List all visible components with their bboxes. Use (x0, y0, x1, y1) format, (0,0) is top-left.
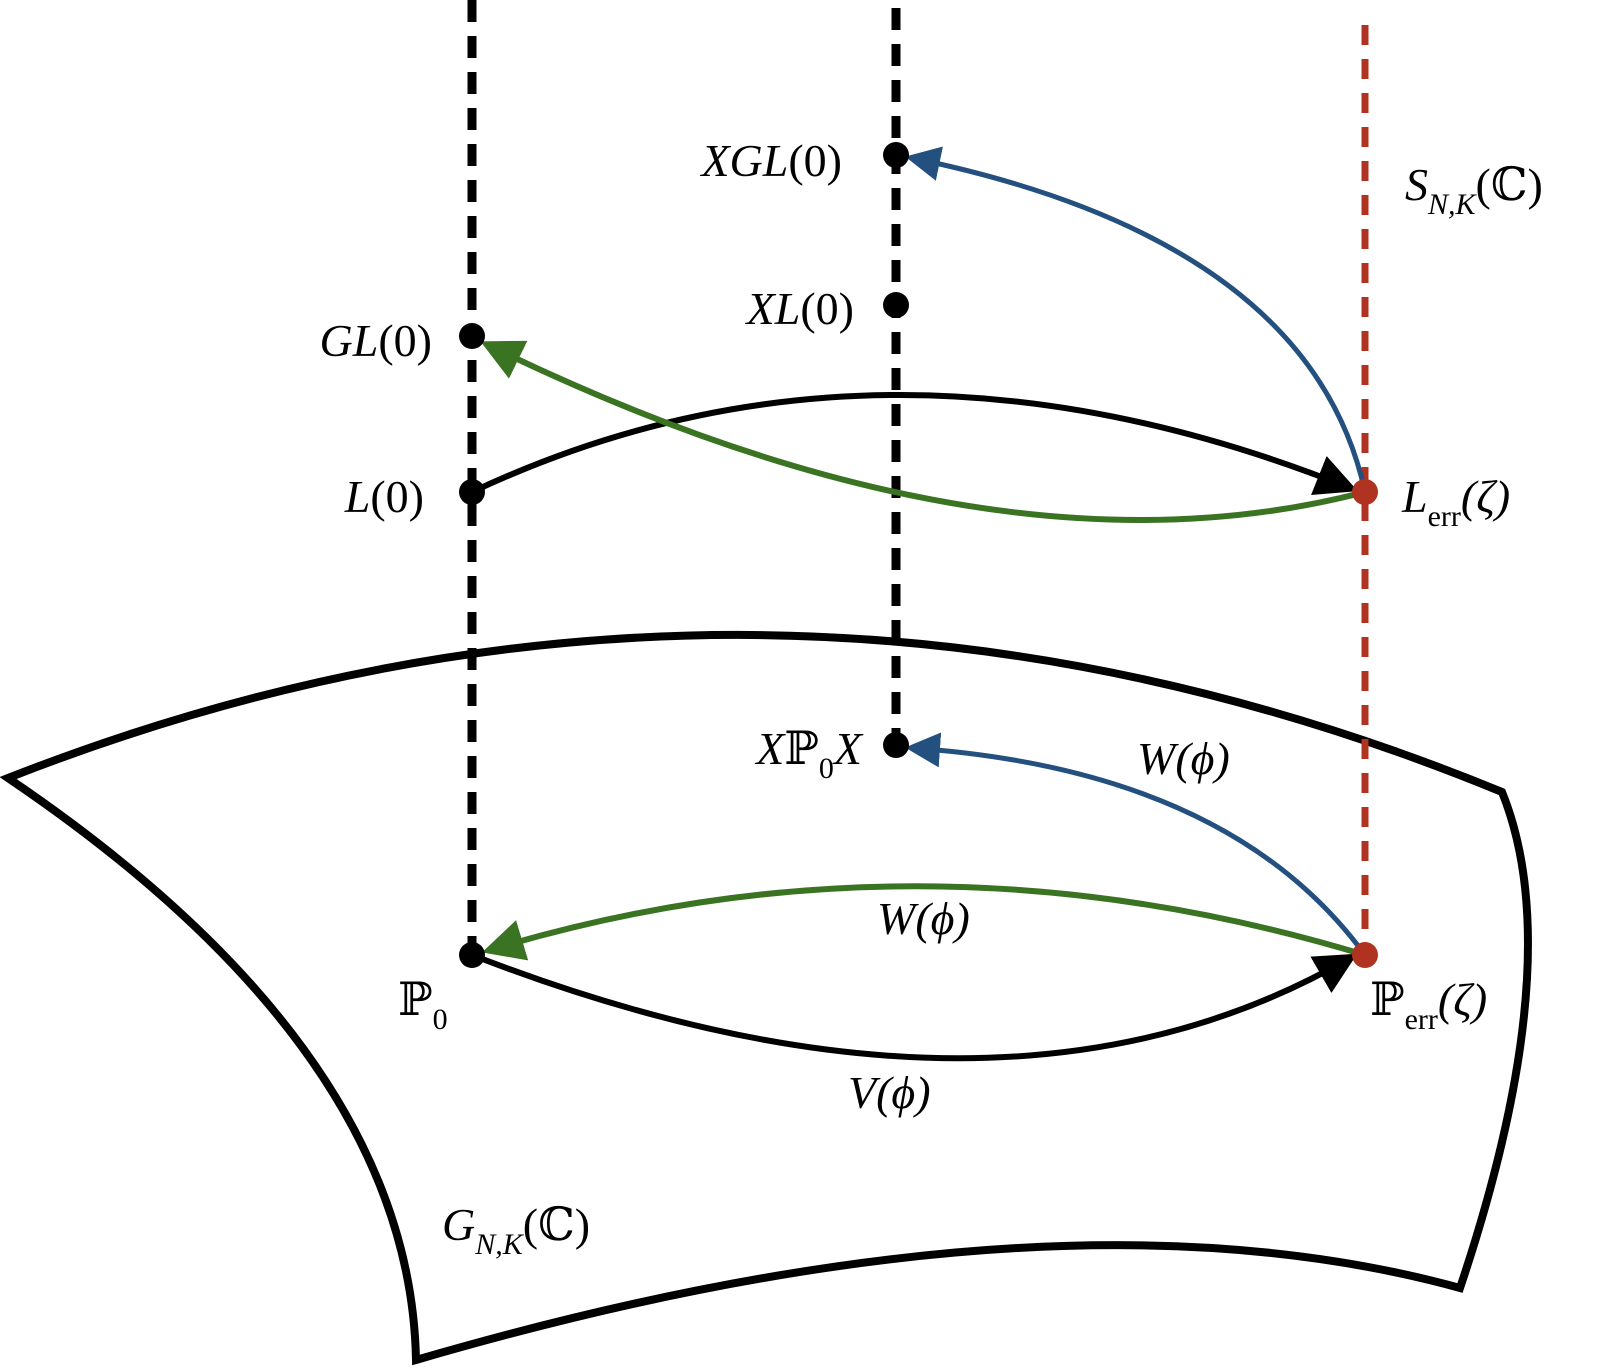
point-lerr (1352, 479, 1378, 505)
label-xp0x: Xℙ0X (754, 723, 864, 785)
point-gl0 (459, 323, 485, 349)
label-v-phi: V(ϕ) (848, 1067, 931, 1118)
label-p0: ℙ0 (398, 974, 448, 1036)
point-xp0x (883, 732, 909, 758)
point-xgl0 (883, 142, 909, 168)
label-g-nk: GN,K(ℂ) (442, 1199, 590, 1261)
arrow-perr-to-p0 (481, 883, 1366, 961)
point-xl0 (883, 292, 909, 318)
label-perr: ℙerr(ζ) (1370, 974, 1487, 1036)
arrow-l0-to-lerr (470, 392, 1358, 496)
label-w-phi-blue: W(ϕ) (1137, 733, 1230, 784)
point-perr (1352, 942, 1378, 968)
label-lerr: Lerr(ζ) (1401, 471, 1510, 533)
label-l0: L(0) (344, 471, 424, 522)
arrow-perr-to-xp0x (905, 732, 1368, 957)
label-gl0: GL(0) (320, 315, 432, 366)
point-p0 (459, 942, 485, 968)
label-xl0: XL(0) (745, 283, 854, 334)
point-l0 (459, 479, 485, 505)
arrow-p0-to-perr (470, 952, 1358, 1062)
arrow-lerr-to-gl0 (480, 340, 1366, 523)
arrow-lerr-to-xgl0 (905, 146, 1368, 493)
grassmannian-surface (0, 631, 1532, 1366)
label-w-phi-green: W(ϕ) (877, 893, 970, 944)
label-s-nk: SN,K(ℂ) (1405, 159, 1543, 221)
label-xgl0: XGL(0) (699, 135, 842, 186)
